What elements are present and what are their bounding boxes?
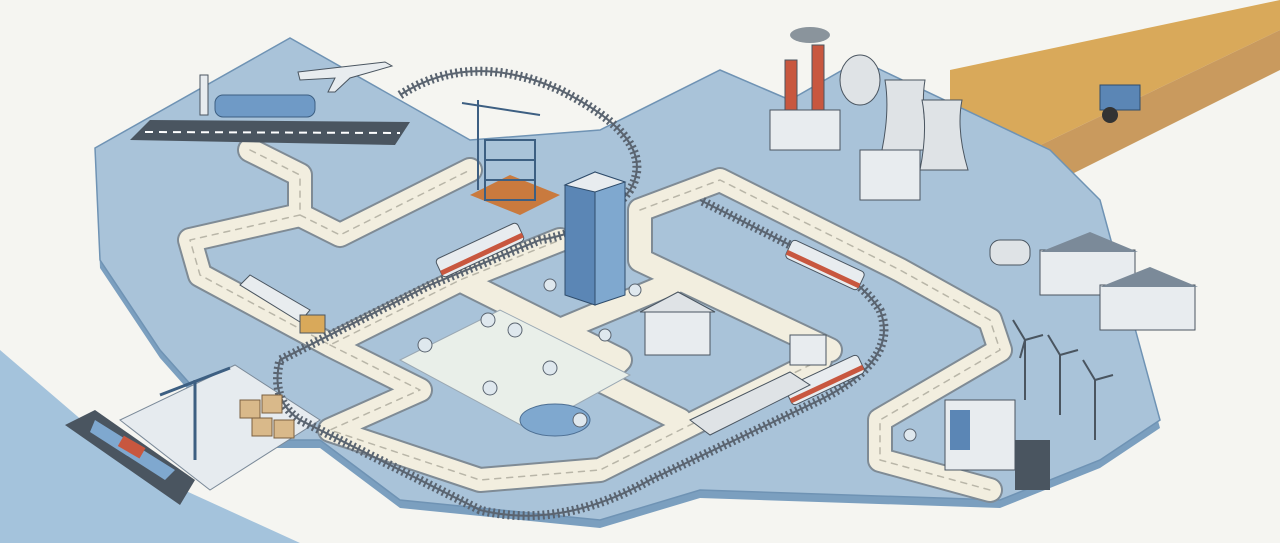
- park: [398, 309, 632, 431]
- data-center: [944, 399, 1050, 490]
- construction-site: [461, 100, 560, 215]
- wheat-field: [950, 0, 1280, 150]
- sea: [0, 350, 300, 543]
- train-left: [435, 222, 525, 278]
- runway: [130, 120, 410, 145]
- trees: [417, 278, 917, 442]
- train-right: [785, 239, 865, 291]
- control-tower: [199, 74, 209, 116]
- railway: [273, 66, 889, 521]
- plowed-soil: [1030, 30, 1280, 180]
- terminal: [214, 94, 316, 118]
- wind-turbines: [1012, 319, 1114, 440]
- runway-marking: [144, 131, 401, 134]
- pond: [519, 403, 591, 437]
- cargo-boxes: [239, 394, 295, 439]
- airplane-icon: [297, 61, 394, 93]
- train-station: [689, 334, 827, 436]
- bank-building: [639, 291, 716, 356]
- port-crane: [159, 366, 231, 460]
- warehouses: [989, 232, 1198, 331]
- skyscraper: [563, 171, 627, 306]
- cargo-ship: [65, 410, 195, 505]
- train-station-train: [785, 354, 865, 406]
- power-plant: [769, 27, 969, 201]
- truck: [239, 274, 326, 334]
- road-network: [177, 137, 1013, 503]
- tractor: [1099, 84, 1141, 123]
